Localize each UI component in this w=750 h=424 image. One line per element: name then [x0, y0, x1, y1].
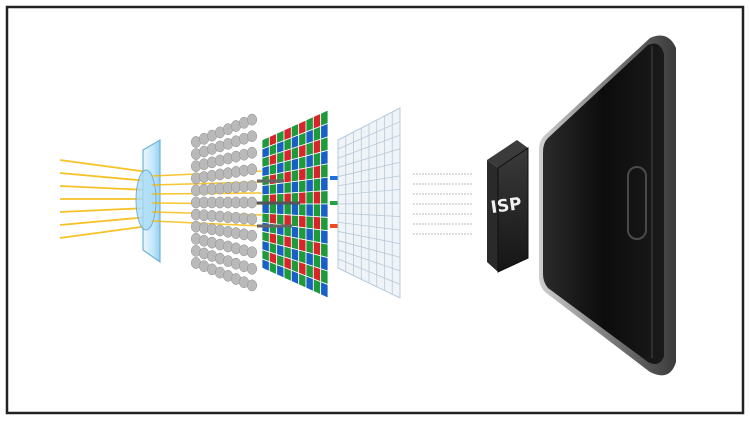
outer-border [5, 5, 745, 415]
color-filter-array-icon [261, 109, 329, 299]
isp-chip-label: ISP [490, 194, 524, 218]
photodiode-sensor-icon [337, 107, 401, 299]
isp-chip-icon: ISP [487, 140, 529, 273]
smartphone-icon [539, 35, 676, 376]
lens-icon [135, 138, 161, 264]
data-dots-icon [413, 173, 472, 235]
light-rays-icon [59, 159, 149, 239]
microlens-array-icon [190, 113, 258, 292]
